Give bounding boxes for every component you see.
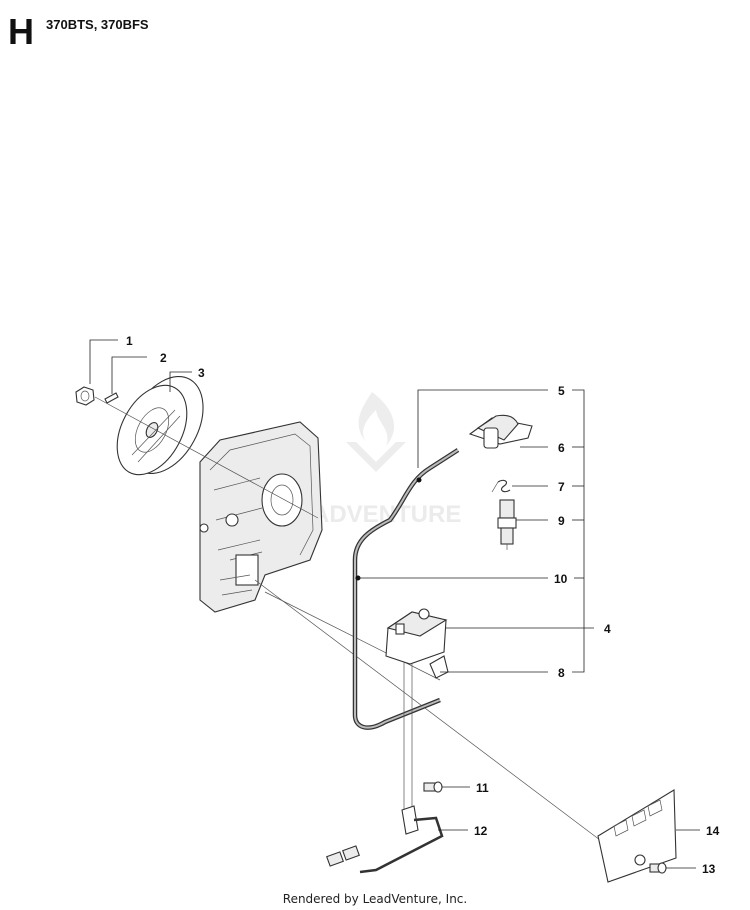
callout-6: 6 — [558, 441, 565, 455]
part-13-screw — [649, 862, 667, 874]
callout-5: 5 — [558, 384, 565, 398]
leader-lines — [89, 339, 700, 869]
callout-12: 12 — [474, 824, 488, 838]
callout-9: 9 — [558, 514, 565, 528]
callout-7: 7 — [558, 480, 565, 494]
callout-2: 2 — [160, 351, 167, 365]
ground-wire — [403, 662, 413, 820]
part-1-nut — [75, 386, 95, 406]
part-6-spark-plug-cap — [468, 414, 533, 449]
callout-11: 11 — [476, 781, 489, 795]
callout-4: 4 — [604, 622, 611, 636]
part-8-clip — [429, 655, 449, 679]
part-9-spark-plug — [497, 499, 517, 550]
footer-credit: Rendered by LeadVenture, Inc. — [282, 892, 468, 906]
crankcase-housing — [199, 421, 323, 613]
part-axis-line — [94, 396, 319, 519]
model-title: 370BTS, 370BFS — [46, 17, 149, 32]
part-4-ignition-module — [385, 608, 448, 665]
callout-10: 10 — [554, 572, 568, 586]
part-14-plate — [597, 789, 677, 883]
callout-13: 13 — [702, 862, 716, 876]
callout-14: 14 — [706, 824, 720, 838]
part-12-stop-switch — [326, 805, 444, 874]
part-axis-line-lower — [254, 579, 601, 841]
v-logo-icon — [346, 442, 406, 472]
callout-3: 3 — [198, 366, 205, 380]
part-11-screw — [423, 781, 443, 793]
callout-1: 1 — [126, 334, 133, 348]
section-letter: H — [8, 11, 34, 52]
part-5-10-ignition-cable — [352, 448, 460, 730]
part-7-spring — [491, 479, 511, 493]
part-axis-line-mid — [264, 591, 441, 681]
callout-8: 8 — [558, 666, 565, 680]
part-3-flywheel — [116, 375, 204, 476]
part-2-key — [104, 392, 119, 404]
flame-icon — [358, 392, 395, 446]
